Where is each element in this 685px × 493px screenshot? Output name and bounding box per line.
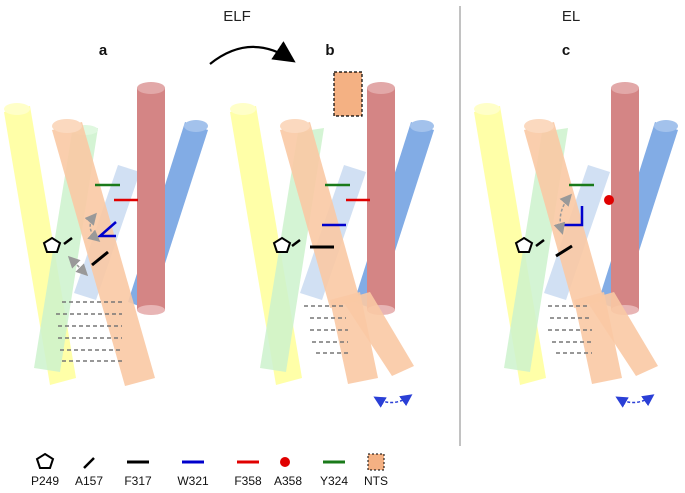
helix-peach-upper: [280, 122, 360, 308]
helix-red: [137, 88, 165, 310]
helix-yellow-cap: [230, 103, 256, 115]
p249-pentagon: [42, 236, 62, 253]
helix-peach-lower-left: [330, 292, 378, 384]
panel-label-b: b: [325, 42, 335, 59]
helix-red: [367, 88, 395, 310]
helix-peach-cap: [280, 119, 310, 133]
helix-red-cap: [367, 82, 395, 94]
legend-label-y324: Y324: [319, 474, 349, 488]
helix-peach-lower-left: [574, 292, 622, 384]
legend-a157-symbol: [83, 457, 95, 469]
helix-red-cap: [137, 82, 165, 94]
a157-marker: [535, 239, 545, 247]
hbond-lines: [56, 301, 122, 362]
helix-peach-cap: [524, 119, 554, 133]
legend-label-f358: F358: [234, 474, 262, 488]
legend-label-w321: W321: [177, 474, 209, 488]
panel-label-c: c: [561, 42, 571, 59]
helix-peach-lower-right: [586, 292, 658, 376]
legend-symbols: [35, 452, 385, 471]
helix-peach-lower-right: [342, 292, 414, 376]
header-el: EL: [561, 8, 581, 25]
panel-label-a: a: [98, 42, 108, 59]
legend-a358-symbol: [280, 457, 290, 467]
a157-marker: [63, 237, 73, 245]
helix-yellow-cap: [474, 103, 500, 115]
helix-red-cap: [611, 82, 639, 94]
motion-arrow-gray-diag: [67, 255, 89, 277]
helix-yellow-cap: [4, 103, 30, 115]
panel-a: [4, 82, 208, 386]
swing-arrow-blue: [373, 394, 413, 408]
swing-arrow-blue: [615, 394, 655, 408]
legend-label-p249: P249: [30, 474, 60, 488]
hbond-lines: [304, 305, 348, 354]
a157-marker: [291, 239, 301, 247]
motion-arrow-gray: [553, 193, 572, 235]
p249-pentagon: [514, 236, 534, 253]
panel-c: [474, 82, 678, 408]
helix-blue-cap: [410, 120, 434, 132]
transition-arrow: [209, 41, 296, 65]
helix-red-bottom: [137, 305, 165, 315]
helix-red: [611, 88, 639, 310]
header-elf: ELF: [223, 8, 251, 25]
nts-box: [333, 71, 363, 117]
legend-pentagon-symbol: [35, 452, 55, 469]
legend-label-nts: NTS: [364, 474, 388, 488]
panel-b: [230, 71, 434, 408]
f317-marker: [555, 244, 573, 258]
helix-peach-cap: [52, 119, 82, 133]
a358-dot: [604, 195, 614, 205]
p249-pentagon: [272, 236, 292, 253]
hbond-lines: [548, 305, 592, 354]
motion-arrow-gray: [84, 212, 101, 242]
helix-blue-cap: [184, 120, 208, 132]
legend-label-a157: A157: [74, 474, 104, 488]
legend-label-a358: A358: [273, 474, 303, 488]
legend-label-f317: F317: [124, 474, 152, 488]
helix-blue-cap: [654, 120, 678, 132]
legend-nts-symbol: [367, 453, 385, 471]
f317-marker: [91, 250, 109, 267]
